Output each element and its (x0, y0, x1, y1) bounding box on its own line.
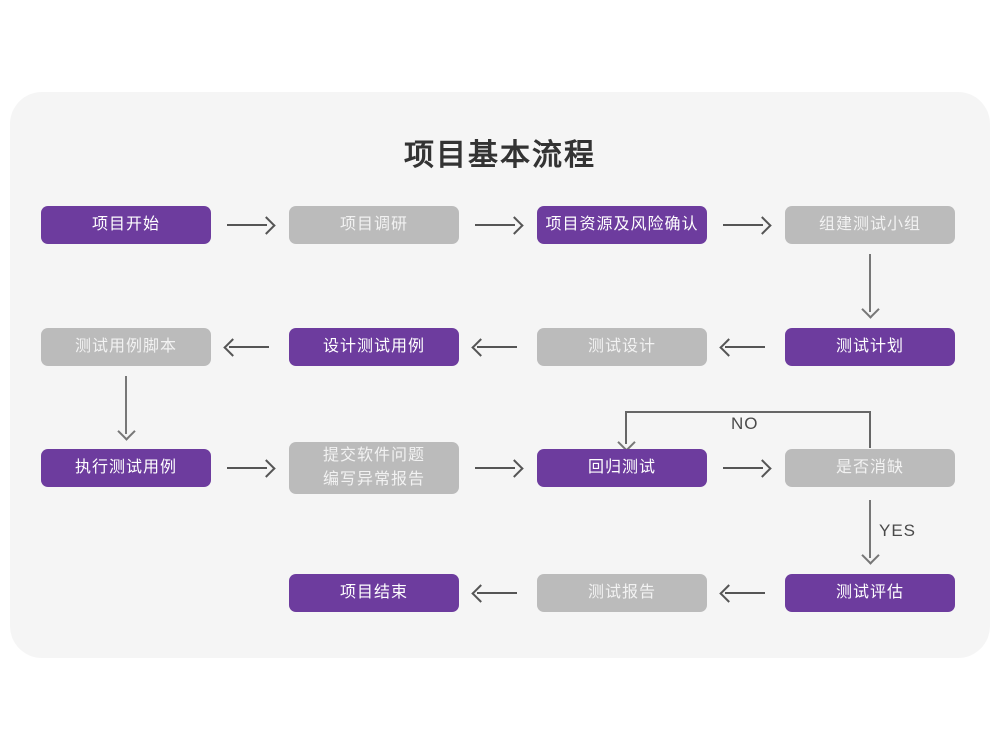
arrow-research-to-resource (475, 224, 515, 226)
flow-node-submit-issue-report[interactable]: 提交软件问题 编写异常报告 (289, 442, 459, 494)
arrow-submit-to-regression (475, 467, 515, 469)
flow-node-execute-test-case[interactable]: 执行测试用例 (41, 449, 211, 487)
flow-node-design-test-case[interactable]: 设计测试用例 (289, 328, 459, 366)
arrow-start-to-research (227, 224, 267, 226)
arrow-plan-to-test-design (725, 346, 765, 348)
flow-node-test-design[interactable]: 测试设计 (537, 328, 707, 366)
page-title: 项目基本流程 (404, 139, 596, 172)
edge-label-no: NO (731, 414, 759, 433)
flowchart-panel (10, 92, 990, 658)
flow-node-defect-cleared-check[interactable]: 是否消缺 (785, 449, 955, 487)
arrow-report-to-project-end (477, 592, 517, 594)
arrow-team-to-plan (869, 254, 871, 312)
flow-node-regression-test[interactable]: 回归测试 (537, 449, 707, 487)
no-loop-right-line (869, 411, 871, 448)
flow-node-test-report[interactable]: 测试报告 (537, 574, 707, 612)
arrow-design-case-to-script (229, 346, 269, 348)
edge-label-yes: YES (879, 521, 917, 540)
arrow-defect-check-to-evaluation (869, 500, 871, 558)
flow-node-project-research[interactable]: 项目调研 (289, 206, 459, 244)
flow-node-build-test-team[interactable]: 组建测试小组 (785, 206, 955, 244)
flow-node-project-end[interactable]: 项目结束 (289, 574, 459, 612)
flow-node-test-evaluation[interactable]: 测试评估 (785, 574, 955, 612)
flow-node-resource-risk-confirm[interactable]: 项目资源及风险确认 (537, 206, 707, 244)
arrow-regression-to-defect-check (723, 467, 763, 469)
flow-node-project-start[interactable]: 项目开始 (41, 206, 211, 244)
arrow-evaluation-to-report (725, 592, 765, 594)
arrow-script-to-execute (125, 376, 127, 434)
arrow-test-design-to-design-case (477, 346, 517, 348)
no-loop-left-line (625, 411, 627, 444)
flow-node-test-case-script[interactable]: 测试用例脚本 (41, 328, 211, 366)
arrow-execute-to-submit-issue (227, 467, 267, 469)
flow-node-test-plan[interactable]: 测试计划 (785, 328, 955, 366)
no-loop-top-line (625, 411, 871, 413)
arrow-resource-to-team (723, 224, 763, 226)
